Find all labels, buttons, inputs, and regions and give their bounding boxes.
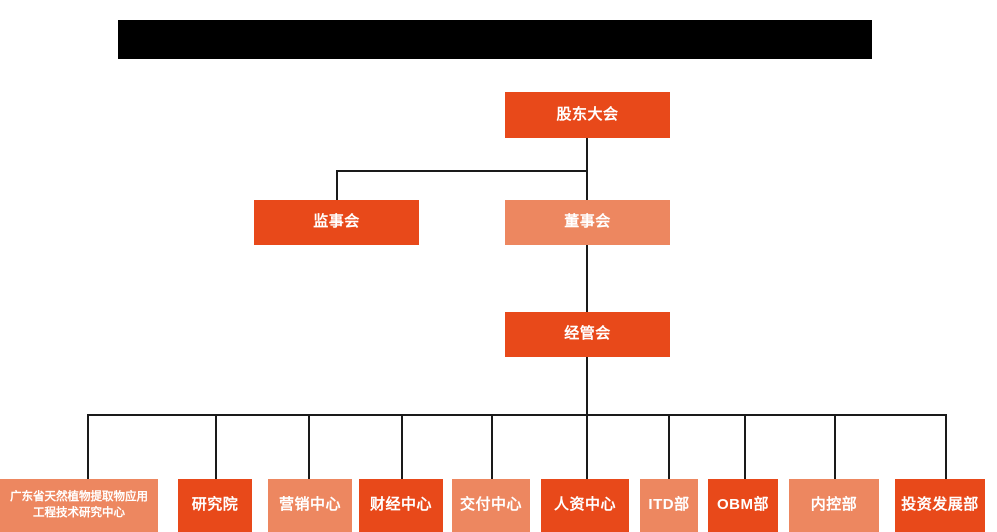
node-board-of-directors[interactable]: 董事会 <box>505 200 670 245</box>
connector-shareholders-down <box>586 138 588 171</box>
node-research-institute[interactable]: 研究院 <box>178 479 252 532</box>
node-obm-department[interactable]: OBM部 <box>708 479 778 532</box>
connector-management-down <box>586 357 588 415</box>
connector-to-obm-department <box>744 414 746 479</box>
node-supervisory-board[interactable]: 监事会 <box>254 200 419 245</box>
connector-level2-bus <box>336 170 588 172</box>
node-investment-development-department[interactable]: 投资发展部 <box>895 479 985 532</box>
node-finance-center[interactable]: 财经中心 <box>359 479 443 532</box>
node-label: 广东省天然植物提取物应用工程技术研究中心 <box>10 490 148 519</box>
connector-to-itd-department <box>668 414 670 479</box>
connector-to-research-institute <box>215 414 217 479</box>
node-internal-control-department[interactable]: 内控部 <box>789 479 879 532</box>
node-label: 交付中心 <box>459 496 522 514</box>
node-label: 财经中心 <box>369 496 432 514</box>
node-itd-department[interactable]: ITD部 <box>640 479 698 532</box>
connector-to-internal-control-department <box>834 414 836 479</box>
node-label: 内控部 <box>810 496 858 514</box>
connector-to-investment-development-department <box>945 414 947 479</box>
redacted-title-banner <box>118 20 872 59</box>
node-label: 董事会 <box>564 213 611 231</box>
node-label: 投资发展部 <box>901 496 979 514</box>
connector-department-bus <box>87 414 947 416</box>
node-delivery-center[interactable]: 交付中心 <box>452 479 530 532</box>
connector-to-board-of-directors <box>586 170 588 200</box>
node-label: 研究院 <box>191 496 239 514</box>
connector-board-to-management <box>586 245 588 312</box>
node-label: 营销中心 <box>278 496 341 514</box>
connector-to-marketing-center <box>308 414 310 479</box>
node-label: 监事会 <box>313 213 360 231</box>
node-label: ITD部 <box>648 496 690 514</box>
connector-to-finance-center <box>401 414 403 479</box>
node-marketing-center[interactable]: 营销中心 <box>268 479 352 532</box>
connector-to-supervisory-board <box>336 170 338 200</box>
node-label: OBM部 <box>717 496 769 514</box>
connector-to-delivery-center <box>491 414 493 479</box>
connector-to-hr-center <box>586 414 588 479</box>
node-hr-center[interactable]: 人资中心 <box>541 479 629 532</box>
node-shareholders-meeting[interactable]: 股东大会 <box>505 92 670 138</box>
node-label: 经管会 <box>564 325 611 343</box>
node-label: 股东大会 <box>556 105 619 123</box>
node-label: 人资中心 <box>553 496 616 514</box>
connector-to-guangdong-research-center <box>87 414 89 479</box>
node-guangdong-research-center[interactable]: 广东省天然植物提取物应用工程技术研究中心 <box>0 479 158 532</box>
node-management-committee[interactable]: 经管会 <box>505 312 670 357</box>
